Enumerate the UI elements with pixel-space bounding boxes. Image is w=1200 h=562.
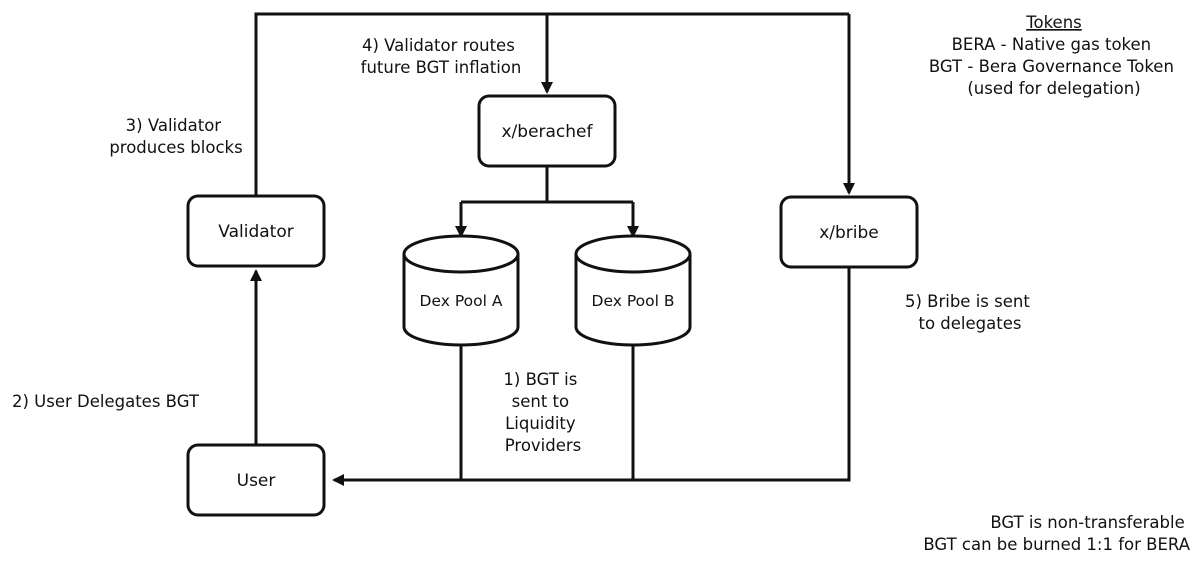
validator-label: Validator — [218, 222, 293, 242]
step-2-annotation: 2) User Delegates BGT — [12, 392, 200, 411]
dex-pool-b-label: Dex Pool B — [592, 292, 675, 310]
berachef-label: x/berachef — [501, 122, 593, 142]
tokens-heading: Tokens — [1025, 13, 1082, 32]
berachef-node: x/berachef — [477, 94, 617, 168]
dex-pool-a-label: Dex Pool A — [420, 292, 503, 310]
bribe-node: x/bribe — [779, 195, 919, 269]
footer-notes: BGT is non-transferable BGT can be burne… — [923, 513, 1190, 554]
top-bus-line — [254, 12, 849, 196]
berachef-split-line — [461, 167, 633, 204]
tokens-list: BERA - Native gas token BGT - Bera Gover… — [929, 35, 1179, 98]
step-3-annotation: 3) Validator produces blocks — [109, 116, 242, 157]
dex-pool-a-database-icon: Dex Pool A — [402, 234, 520, 347]
step-5-annotation: 5) Bribe is sent to delegates — [905, 292, 1035, 333]
user-label: User — [237, 471, 276, 491]
step-1-annotation: 1) BGT is sent to Liquidity Providers — [503, 370, 582, 455]
validator-node: Validator — [186, 194, 326, 268]
dex-pool-b-database-icon: Dex Pool B — [574, 234, 692, 347]
connectors — [250, 12, 855, 480]
user-node: User — [186, 443, 326, 517]
step-4-annotation: 4) Validator routes future BGT inflation — [361, 36, 522, 77]
tokens-legend: Tokens BERA - Native gas token BGT - Ber… — [929, 13, 1179, 98]
bribe-label: x/bribe — [819, 223, 879, 243]
bottom-return-line — [334, 267, 851, 480]
